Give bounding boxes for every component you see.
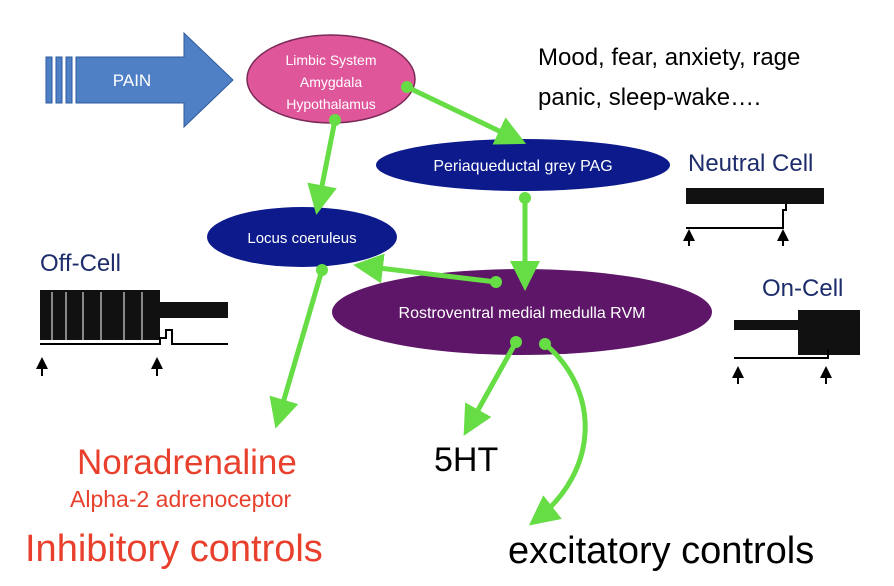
neutral-cell-label: Neutral Cell (688, 150, 814, 177)
on-cell-label: On-Cell (762, 275, 844, 302)
alpha2-label: Alpha-2 adrenoceptor (70, 486, 292, 512)
excitatory-controls-label: excitatory controls (508, 530, 815, 572)
on-cell-trace (732, 310, 860, 384)
rvm-to-excitatory-connector (528, 341, 588, 526)
5ht-label: 5HT (434, 441, 499, 479)
pag-label: Periaqueductal grey PAG (433, 158, 612, 175)
pag-node: Periaqueductal grey PAG (376, 139, 670, 191)
locus-coeruleus-node: Locus coeruleus (207, 207, 397, 267)
locus-to-noradrenaline-connector (269, 267, 325, 429)
limbic-to-pag-connector (404, 84, 527, 145)
limbic-system-node: Limbic System Amygdala Hypothalamus (246, 34, 416, 124)
noradrenaline-label: Noradrenaline (77, 443, 297, 482)
inhibitory-controls-label: Inhibitory controls (25, 528, 323, 570)
pain-label: PAIN (113, 71, 151, 90)
rvm-to-5ht-connector (463, 339, 519, 436)
rvm-label: Rostroventral medial medulla RVM (399, 305, 646, 322)
neutral-cell-trace (683, 188, 824, 246)
limbic-label-2: Amygdala (300, 74, 362, 90)
limbic-functions-line-1: Mood, fear, anxiety, rage (538, 44, 801, 71)
limbic-label-3: Hypothalamus (286, 96, 376, 112)
connector-dots (316, 81, 551, 350)
connectors (269, 84, 588, 526)
off-cell-label: Off-Cell (40, 250, 121, 277)
rvm-to-locus-connector (353, 253, 499, 285)
off-cell-trace (36, 290, 228, 376)
locus-label: Locus coeruleus (247, 230, 356, 247)
rvm-node: Rostroventral medial medulla RVM (332, 269, 712, 355)
limbic-functions-line-2: panic, sleep-wake…. (538, 84, 761, 111)
pain-input-arrow: PAIN (45, 31, 234, 129)
limbic-to-locus-connector (307, 117, 338, 215)
limbic-label-1: Limbic System (285, 52, 376, 68)
